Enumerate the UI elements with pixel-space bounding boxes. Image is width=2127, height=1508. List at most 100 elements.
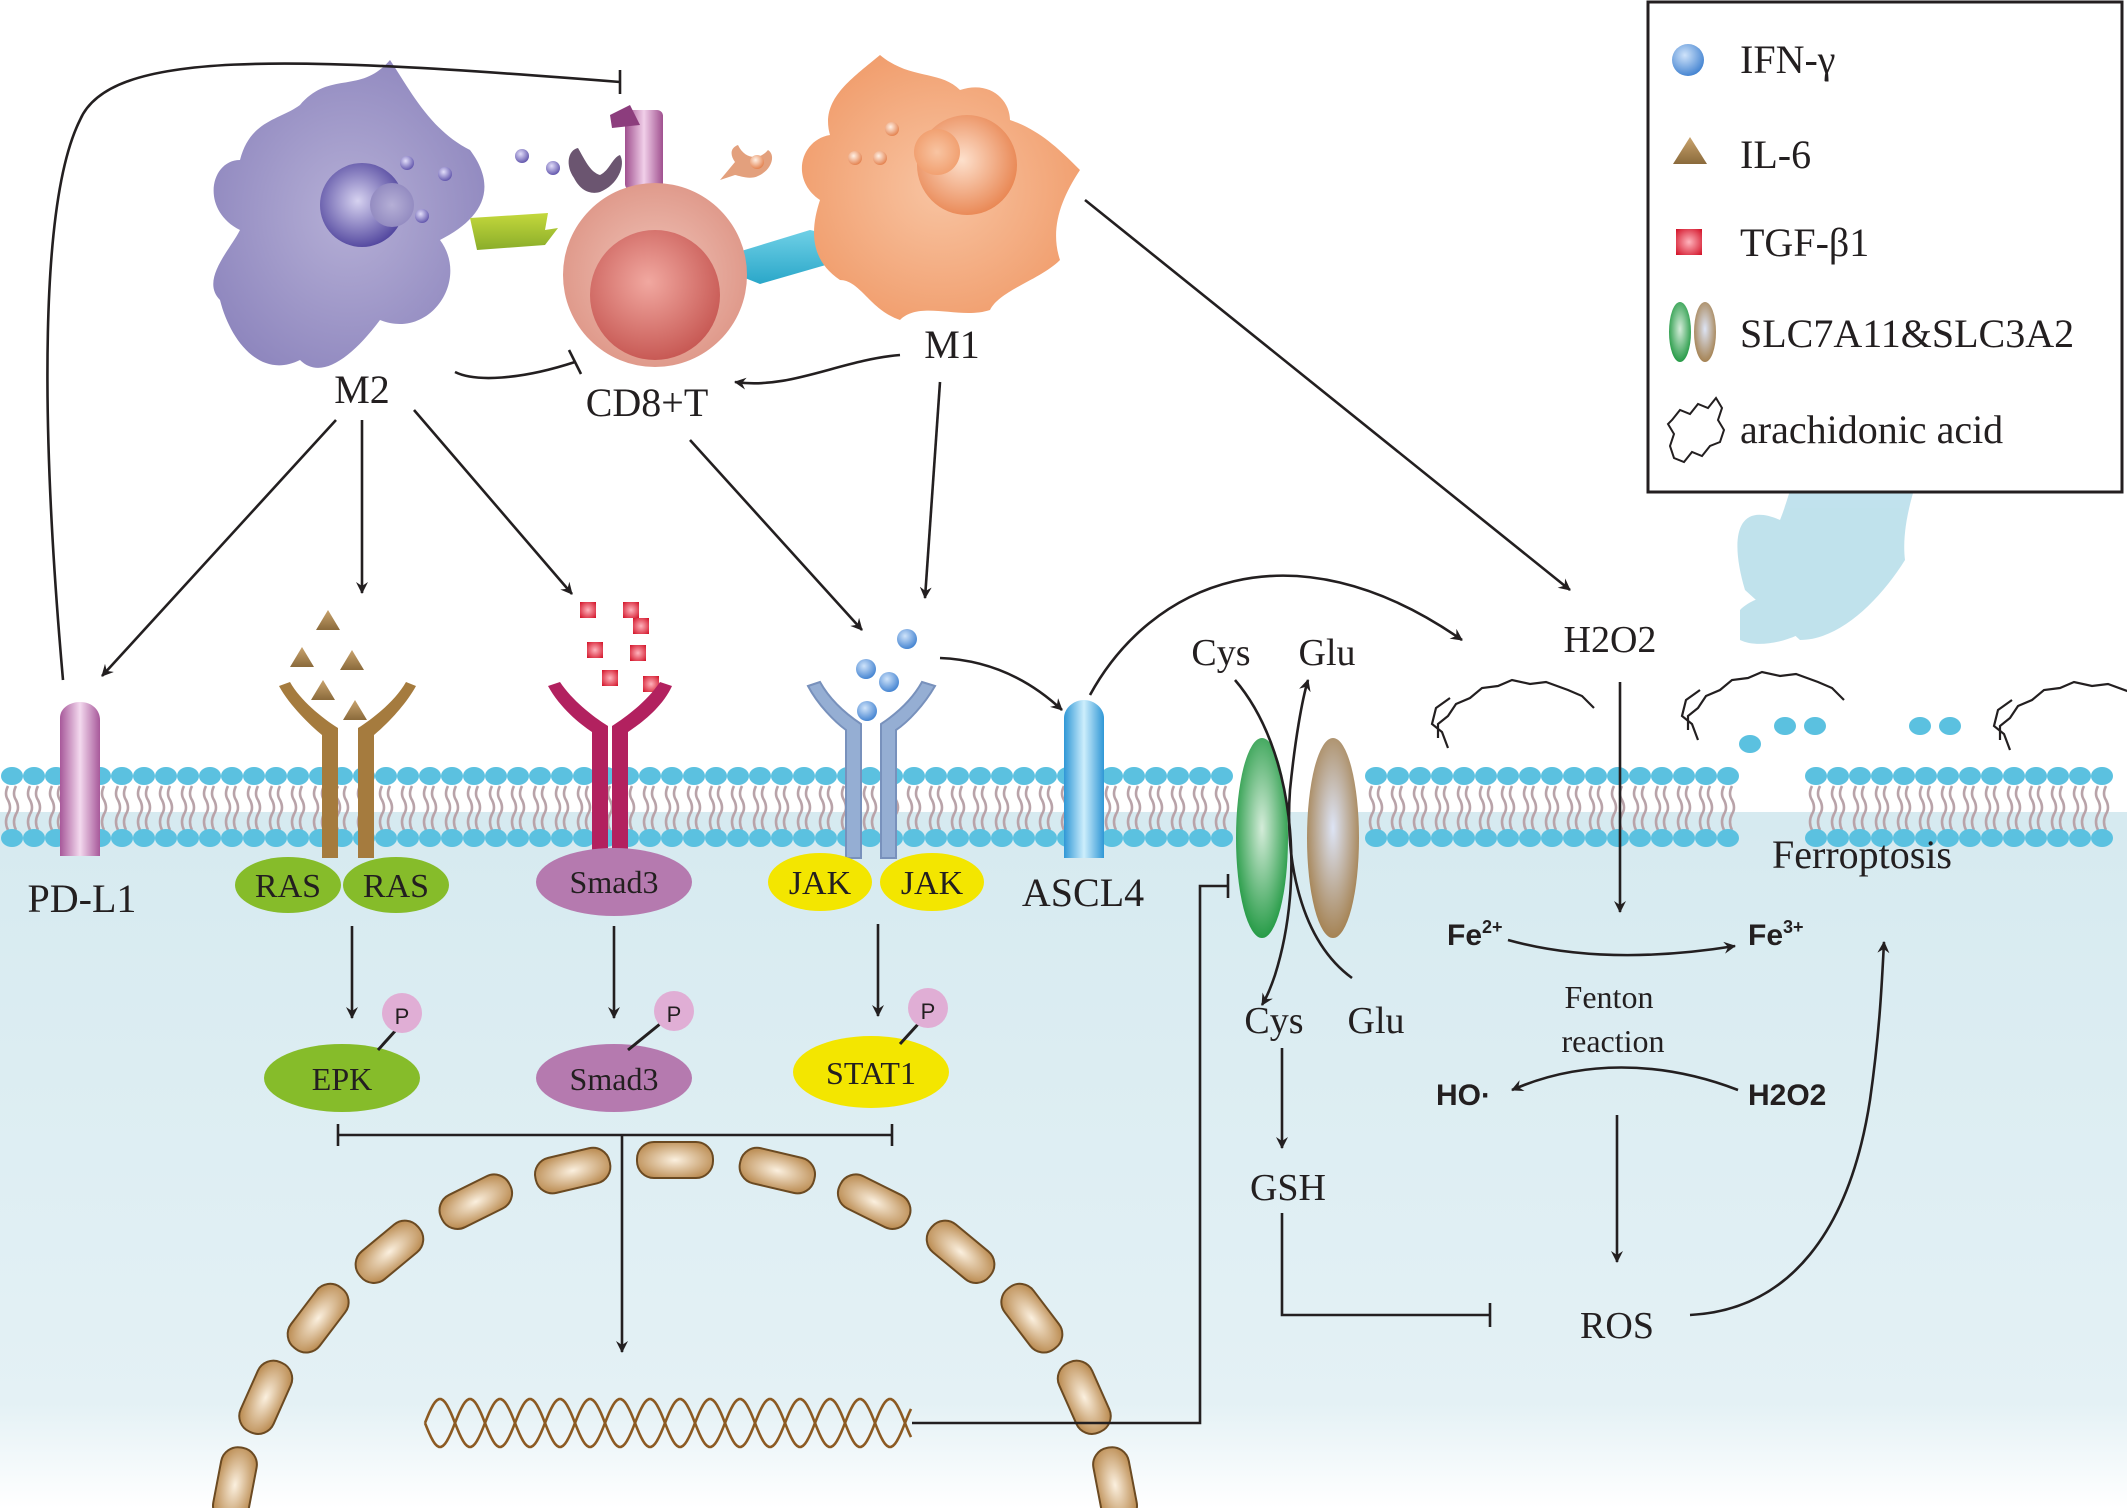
ras-right-label: RAS bbox=[363, 868, 429, 905]
nuclear-envelope bbox=[212, 1141, 1138, 1508]
phospholipid bbox=[221, 767, 243, 847]
phospholipid bbox=[749, 767, 771, 847]
phospholipid bbox=[2047, 767, 2069, 847]
m1-to-jak-arrow bbox=[919, 381, 942, 599]
fe2-label: Fe2+ bbox=[1447, 917, 1503, 952]
stat1-phospho-label: P bbox=[921, 999, 936, 1024]
phospholipid bbox=[1981, 767, 2003, 847]
phospholipid bbox=[1673, 767, 1695, 847]
phospholipid bbox=[2091, 767, 2113, 847]
phospholipid bbox=[1739, 735, 1761, 753]
phospholipid bbox=[2003, 767, 2025, 847]
envelope-segment bbox=[636, 1141, 714, 1179]
fe2-to-fe3-arrow bbox=[1507, 938, 1736, 957]
phospholipid bbox=[1035, 767, 1057, 847]
phospholipid bbox=[1959, 767, 1981, 847]
legend-slc: SLC7A11&SLC3A2 bbox=[1740, 311, 2074, 356]
epk-label: EPK bbox=[312, 1061, 372, 1097]
phospholipid bbox=[991, 767, 1013, 847]
phospholipid bbox=[463, 767, 485, 847]
m2-inhibits-cd8-line bbox=[454, 360, 576, 380]
smad3-phospho-label: P bbox=[667, 1002, 682, 1027]
ras-receptor bbox=[279, 682, 416, 858]
phospholipid bbox=[287, 767, 309, 847]
smad3-top-oval bbox=[536, 848, 692, 916]
phospholipid bbox=[1893, 767, 1915, 847]
phospholipid bbox=[1695, 767, 1717, 847]
m2-cd8-bridge bbox=[470, 213, 558, 250]
phospholipid bbox=[1774, 717, 1796, 735]
envelope-segment bbox=[212, 1446, 258, 1508]
m2-macrophage bbox=[213, 60, 485, 368]
smad3-bottom-oval bbox=[536, 1044, 692, 1112]
dna-strand bbox=[423, 1397, 913, 1449]
phospholipid bbox=[375, 767, 397, 847]
m1-macrophage bbox=[801, 55, 1080, 320]
phospholipid bbox=[573, 767, 595, 847]
arachidonic-acid-chain bbox=[1680, 689, 1701, 741]
phospholipid bbox=[441, 767, 463, 847]
ferroptosis-label: Ferroptosis bbox=[1772, 832, 1952, 877]
phospholipid bbox=[771, 767, 793, 847]
m2-label: M2 bbox=[334, 367, 390, 412]
m1-label: M1 bbox=[924, 322, 980, 367]
ros-to-ferroptosis-arrow bbox=[1689, 941, 1890, 1317]
phospholipid bbox=[507, 767, 529, 847]
envelope-segment bbox=[286, 1282, 350, 1354]
dna-inhibits-slc-line bbox=[912, 884, 1228, 1425]
h2o2-top-label: H2O2 bbox=[1564, 619, 1657, 661]
cd8t-label: CD8+T bbox=[586, 380, 709, 425]
stat1-phospho-link bbox=[898, 1020, 922, 1046]
phospholipid bbox=[1387, 767, 1409, 847]
cys-import-arrow bbox=[1234, 679, 1293, 1006]
tgf-receptor bbox=[548, 682, 672, 858]
gsh-label: GSH bbox=[1250, 1167, 1326, 1209]
cys-top-label: Cys bbox=[1191, 632, 1250, 674]
phospholipid bbox=[529, 767, 551, 847]
h2o2-inner-label: H2O2 bbox=[1748, 1079, 1826, 1112]
phospholipid bbox=[1909, 717, 1931, 735]
epk-phospho-link bbox=[376, 1028, 398, 1052]
envelope-segment bbox=[354, 1219, 425, 1284]
jak-left-oval bbox=[768, 853, 872, 911]
envelope-segment bbox=[836, 1173, 912, 1230]
phospholipid bbox=[1431, 767, 1453, 847]
ifn-to-ascl4-arrow bbox=[939, 656, 1063, 711]
arachidonic-acid-chains bbox=[1430, 670, 2127, 751]
phospholipid bbox=[1475, 767, 1497, 847]
phospholipid bbox=[661, 767, 683, 847]
stat1-oval bbox=[793, 1036, 949, 1108]
phospholipid bbox=[1365, 767, 1387, 847]
legend-ifn: IFN-γ bbox=[1740, 37, 1835, 82]
phospholipid bbox=[155, 767, 177, 847]
ascl4-to-aa-arrow bbox=[1088, 574, 1463, 696]
phospholipid bbox=[23, 767, 45, 847]
arachidonic-acid-chain bbox=[1436, 678, 1595, 738]
glu-export-arrow bbox=[1287, 679, 1353, 980]
arachidonic-acid-chain bbox=[1992, 699, 2013, 751]
phospholipid bbox=[1497, 767, 1519, 847]
phospholipid bbox=[1827, 767, 1849, 847]
slc3a2-icon bbox=[1694, 302, 1716, 362]
arachidonic-acid-chain bbox=[1998, 680, 2127, 740]
dna-strand bbox=[423, 1397, 913, 1449]
phospholipid bbox=[1, 767, 23, 847]
smad3-top-label: Smad3 bbox=[570, 864, 659, 900]
phospholipid bbox=[1189, 767, 1211, 847]
slc7a11-transporter bbox=[1236, 738, 1288, 938]
phospholipid bbox=[1145, 767, 1167, 847]
phospholipid bbox=[1519, 767, 1541, 847]
smad3-phospho-link bbox=[627, 1022, 661, 1052]
glu-top-label: Glu bbox=[1299, 632, 1356, 674]
jak-left-label: JAK bbox=[789, 865, 852, 902]
phospholipid bbox=[1717, 767, 1739, 847]
il6-ligands bbox=[290, 610, 367, 720]
ras-left-label: RAS bbox=[255, 868, 321, 905]
pdl1-receptor bbox=[60, 702, 100, 856]
ras-right-oval bbox=[343, 857, 449, 913]
phospholipid bbox=[925, 767, 947, 847]
phospholipid bbox=[793, 767, 815, 847]
phospholipid bbox=[1607, 767, 1629, 847]
epk-oval bbox=[264, 1044, 420, 1112]
ras-left-oval bbox=[235, 857, 341, 913]
